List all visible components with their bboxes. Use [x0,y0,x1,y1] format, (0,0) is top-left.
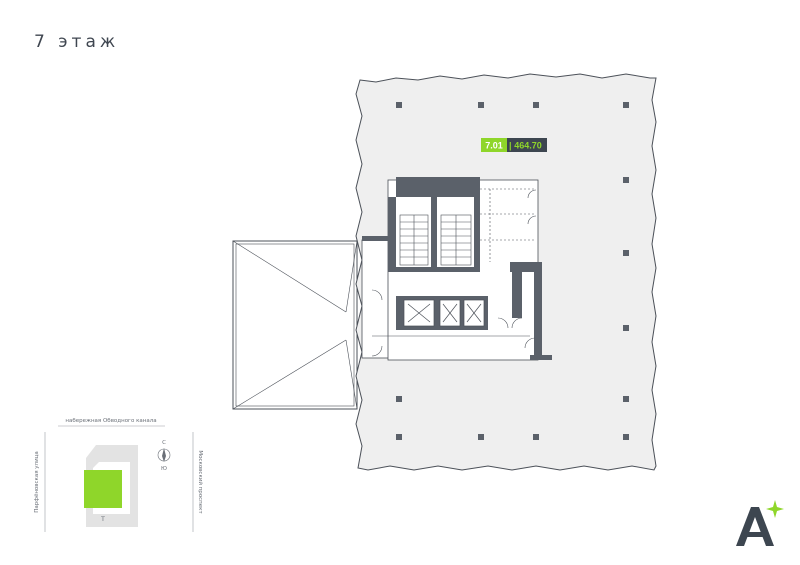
building-marker [84,470,122,508]
street-left-label: Парфёновская улица [34,451,40,513]
elevators [396,296,488,330]
building-letter: Т [100,516,105,523]
compass-north: С [162,440,166,446]
building-core [361,177,552,361]
unit-number: 7.01 [485,141,503,151]
unit-label: 7.01 | 464.70 [481,138,547,152]
street-top-label: набережная Обводного канала [65,418,156,424]
street-right-label: Московский проспект [197,450,204,514]
unit-area: 464.70 [514,141,542,151]
site-plan: набережная Обводного канала Парфёновская… [34,418,204,532]
columns [396,102,629,440]
terrace-area [232,240,358,410]
compass-icon: С Ю [157,440,171,472]
star-icon [766,500,784,518]
svg-text:|: | [509,141,512,151]
brand-logo [736,500,784,546]
compass-south: Ю [161,466,167,472]
floor-title: 7 этаж [34,32,120,52]
